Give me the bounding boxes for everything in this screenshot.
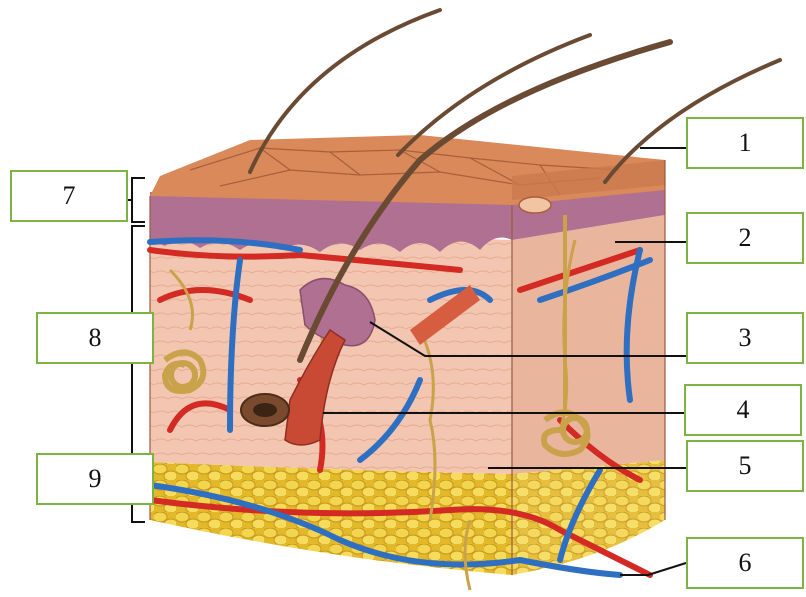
label-9-text: 9 <box>89 464 102 494</box>
label-box-2: 2 <box>686 212 804 264</box>
label-5-text: 5 <box>739 451 752 481</box>
label-box-8: 8 <box>36 312 154 364</box>
label-box-4: 4 <box>684 384 802 436</box>
sweat-pore <box>519 197 551 213</box>
label-box-1: 1 <box>686 117 804 169</box>
label-4-text: 4 <box>737 395 750 425</box>
label-box-9: 9 <box>36 453 154 505</box>
label-box-7: 7 <box>10 170 128 222</box>
label-2-text: 2 <box>739 223 752 253</box>
label-box-3: 3 <box>686 312 804 364</box>
label-8-text: 8 <box>89 323 102 353</box>
hypodermis-fat-layer <box>150 462 512 575</box>
label-3-text: 3 <box>739 323 752 353</box>
label-6-text: 6 <box>739 548 752 578</box>
label-1-text: 1 <box>739 128 752 158</box>
label-7-text: 7 <box>63 181 76 211</box>
label-box-5: 5 <box>686 440 804 492</box>
label-box-6: 6 <box>686 537 804 589</box>
